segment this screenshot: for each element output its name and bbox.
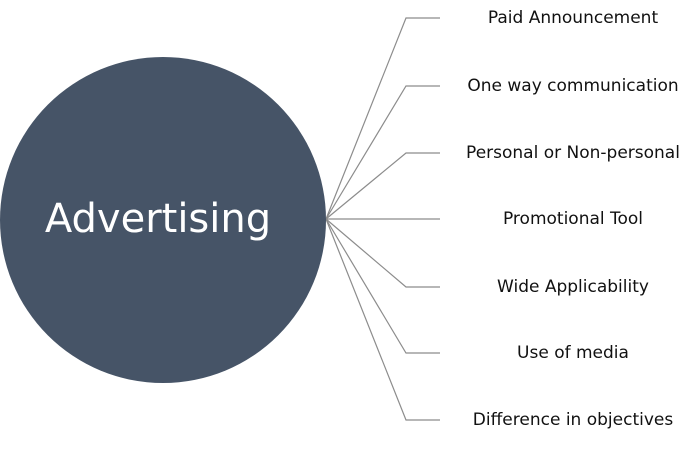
hub-label: Advertising	[45, 196, 271, 242]
connector-difference-in-objectives	[325, 218, 440, 421]
connector-personal-or-non-personal	[325, 152, 440, 220]
branch-label-one-way-communication: One way communication	[467, 76, 678, 96]
connector-use-of-media	[325, 218, 440, 354]
branch-label-difference-in-objectives: Difference in objectives	[473, 410, 674, 430]
branch-label-promotional-tool: Promotional Tool	[503, 209, 643, 229]
connector-paid-announcement	[325, 17, 440, 220]
branch-labels-group: Paid Announcement One way communication …	[466, 8, 680, 430]
connectors-group	[325, 17, 440, 421]
branch-label-wide-applicability: Wide Applicability	[497, 277, 649, 297]
branch-label-personal-or-non-personal: Personal or Non-personal	[466, 143, 680, 163]
hub-circle	[0, 57, 326, 383]
branch-label-paid-announcement: Paid Announcement	[488, 8, 659, 28]
branch-label-use-of-media: Use of media	[517, 343, 629, 363]
connector-wide-applicability	[325, 218, 440, 288]
connector-one-way-communication	[325, 85, 440, 220]
